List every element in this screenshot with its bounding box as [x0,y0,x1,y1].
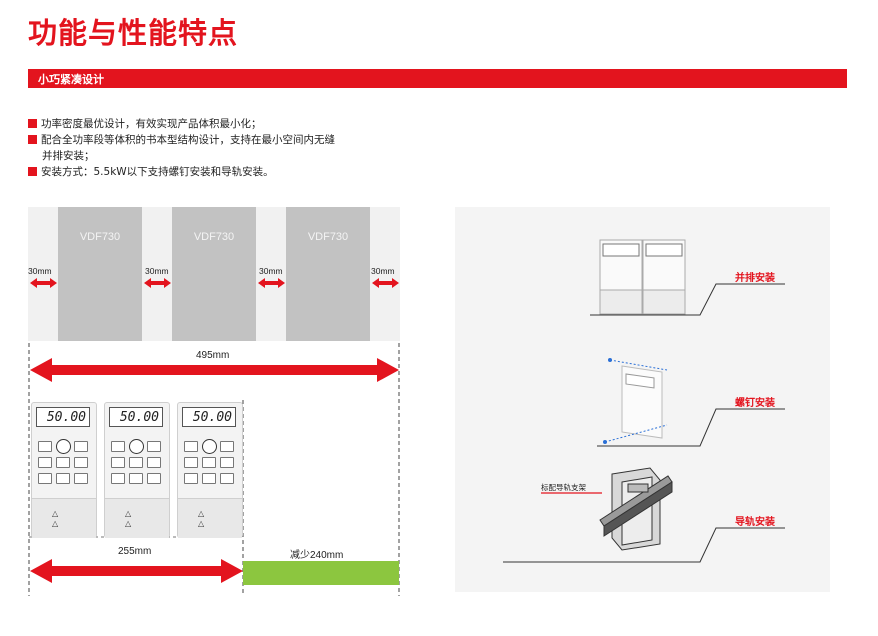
knob-icon [202,439,217,454]
gap-arrow-icon [30,278,399,288]
section-header-text: 小巧紧凑设计 [38,73,104,86]
knob-icon [56,439,71,454]
compact-width-label: 255mm [118,546,152,557]
bullet-item: 安装方式：5.5kW以下支持螺钉安装和导轨安装。 [28,165,274,179]
gap-label: 30mm [145,266,169,276]
screw-mount-device-icon [603,358,668,444]
total-width-arrow [30,358,399,382]
drive-unit-label: VDF730 [307,231,349,243]
gap-label: 30mm [259,266,283,276]
bullet-text: 配合全功率段等体积的书本型结构设计，支持在最小空间内无缝 [41,134,335,146]
bullet-square-icon [28,135,37,144]
device-keypad [111,437,161,489]
knob-icon [129,439,144,454]
drive-device: 50.00 △△ [31,402,97,538]
drive-unit-label: VDF730 [193,231,235,243]
bullet-continuation: 并排安装； [42,150,95,162]
device-display: 50.00 [109,407,163,427]
reduction-label: 减少240mm [290,550,344,561]
screw-mount-label: 螺钉安装 [735,398,775,409]
device-display: 50.00 [36,407,90,427]
gap-label: 30mm [371,266,395,276]
side-by-side-devices-icon [599,239,686,315]
device-display: 50.00 [182,407,236,427]
rail-mount-device-icon [599,467,673,551]
drive-unit-label: VDF730 [79,231,121,243]
device-keypad [38,437,88,489]
drive-device: 50.00 △△ [177,402,243,538]
reduction-bar [243,561,399,585]
drive-device: 50.00 △△ [104,402,170,538]
bullet-text: 安装方式：5.5kW以下支持螺钉安装和导轨安装。 [41,166,274,178]
warning-icon: △△ [125,509,132,528]
drive-unit: VDF730 [58,207,142,341]
page-title: 功能与性能特点 [28,16,239,50]
bullet-text: 功率密度最优设计，有效实现产品体积最小化； [41,118,262,130]
section-header-band: 小巧紧凑设计 [28,69,847,88]
warning-icon: △△ [52,509,59,528]
side-by-side-label: 并排安装 [735,273,775,284]
bullet-item: 功率密度最优设计，有效实现产品体积最小化； [28,117,262,131]
compact-width-arrow [30,559,243,583]
rail-mount-label: 导轨安装 [735,517,775,528]
drive-unit: VDF730 [172,207,256,341]
bullet-square-icon [28,167,37,176]
warning-icon: △△ [198,509,205,528]
device-keypad [184,437,234,489]
gap-label: 30mm [28,266,52,276]
bullet-item: 配合全功率段等体积的书本型结构设计，支持在最小空间内无缝 [28,133,335,147]
bullet-square-icon [28,119,37,128]
total-width-label: 495mm [196,350,230,361]
rail-bracket-label: 标配导轨支架 [541,483,586,492]
drive-unit: VDF730 [286,207,370,341]
